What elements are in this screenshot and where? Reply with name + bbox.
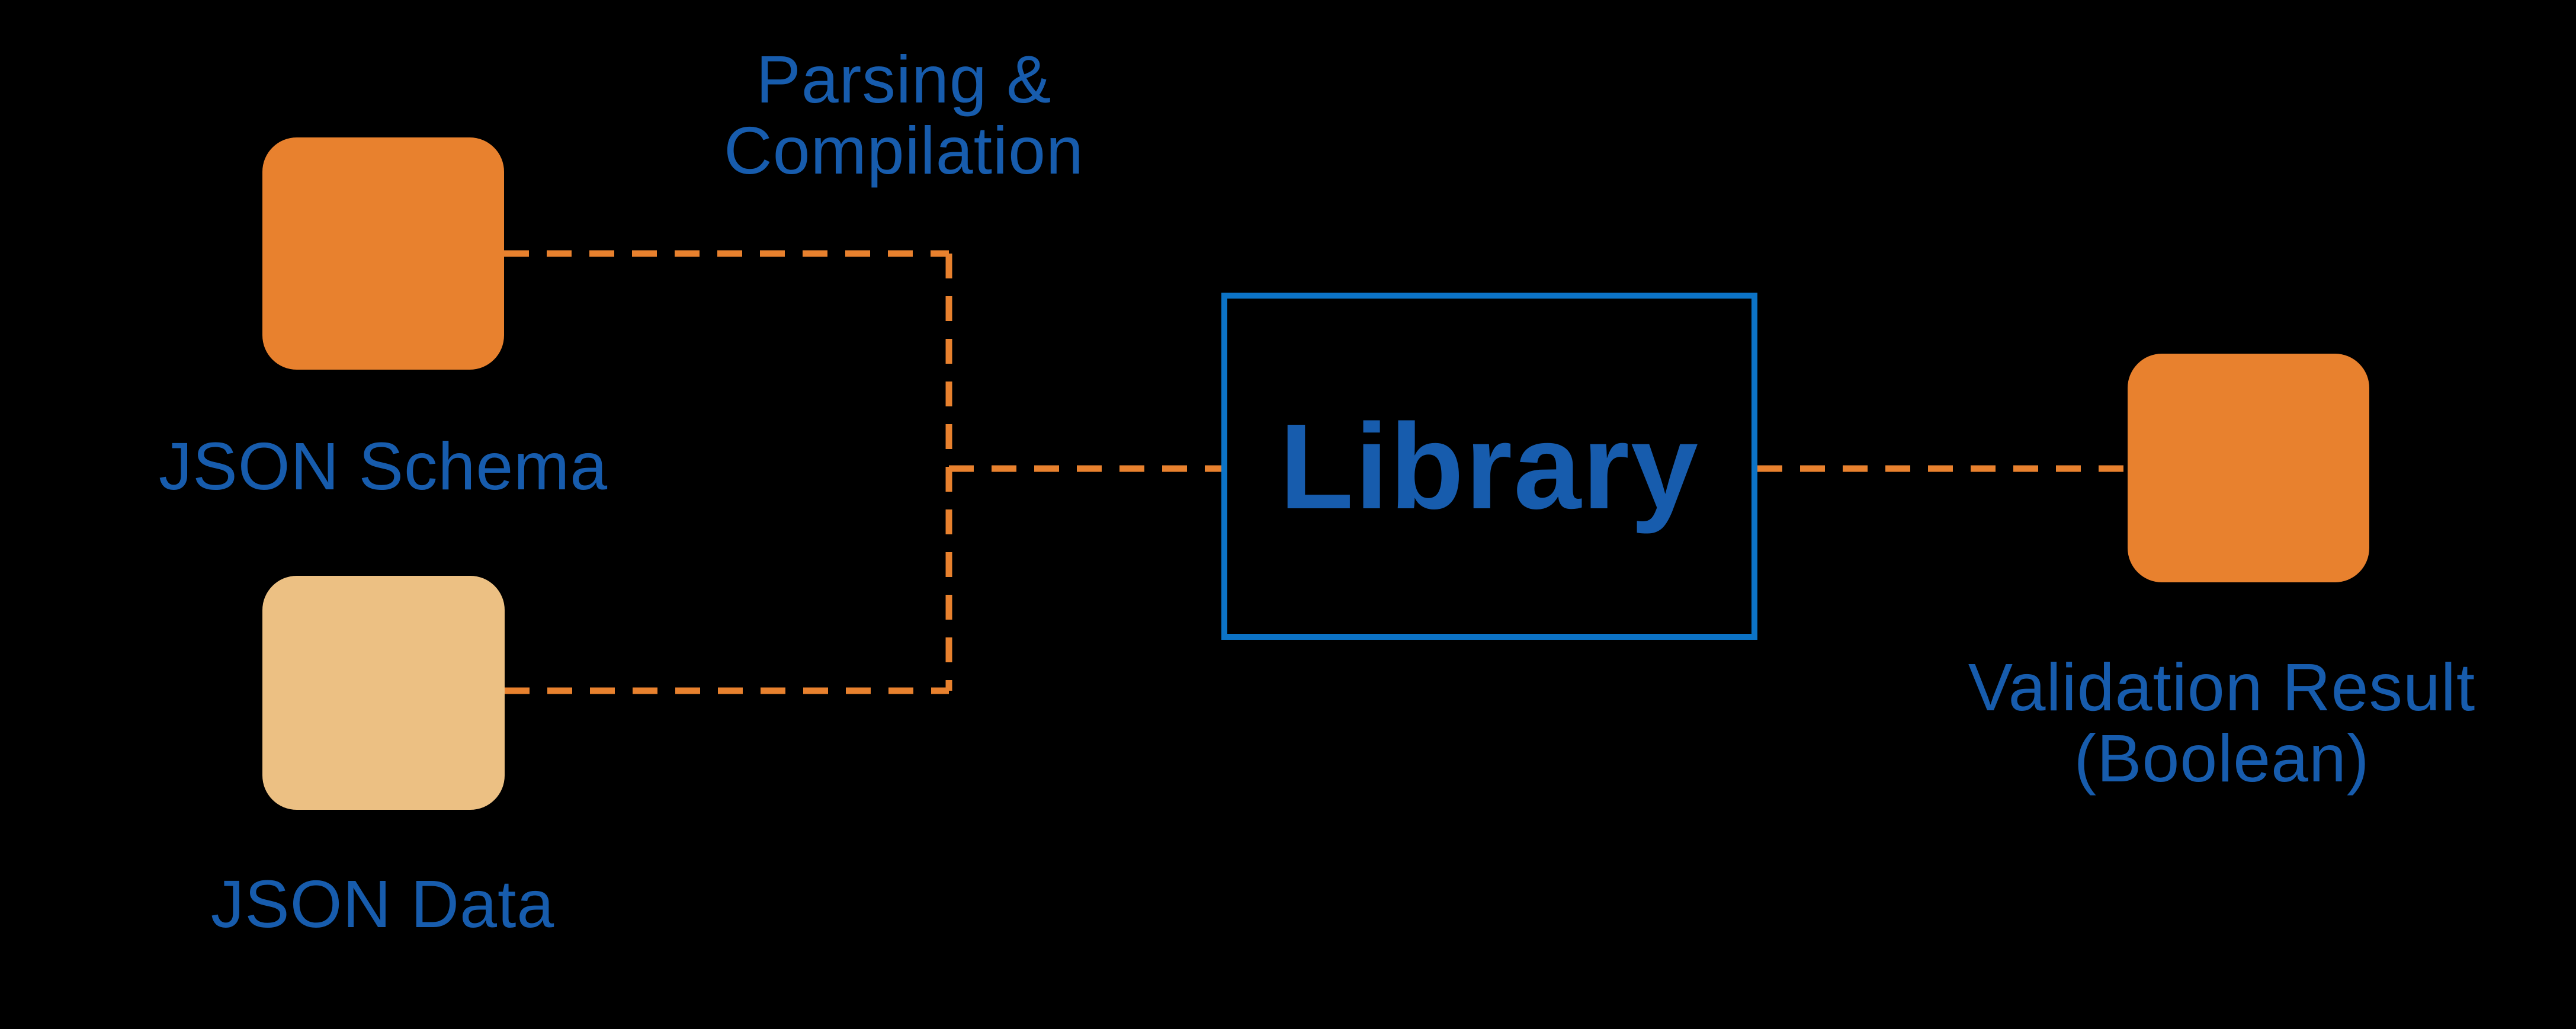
json-schema-label: JSON Schema — [158, 429, 608, 504]
process-label: Parsing & Compilation — [608, 44, 1200, 186]
validation-result-label-line1: Validation Result — [1968, 650, 2476, 725]
validation-result-label: Validation Result (Boolean) — [1926, 652, 2518, 794]
process-label-line1: Parsing & — [756, 42, 1052, 117]
json-data-label: JSON Data — [210, 867, 555, 941]
process-label-line2: Compilation — [724, 113, 1084, 188]
library-node-label: Library — [1279, 398, 1699, 534]
json-schema-node — [262, 137, 504, 370]
validation-result-label-line2: (Boolean) — [2074, 721, 2370, 796]
validation-result-node — [2128, 354, 2369, 582]
json-data-node — [262, 576, 505, 810]
library-node: Library — [1221, 293, 1757, 640]
